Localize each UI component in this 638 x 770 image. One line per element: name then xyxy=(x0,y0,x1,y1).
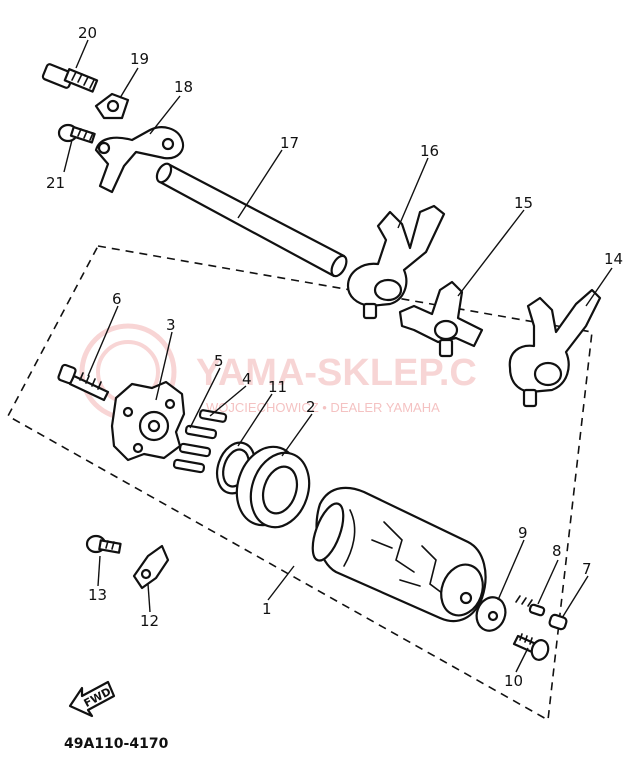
callout-9: 9 xyxy=(518,524,528,542)
part-lock-washer-19 xyxy=(94,92,130,120)
callout-4: 4 xyxy=(242,370,252,388)
part-bracket-18 xyxy=(94,126,185,194)
part-washer-9 xyxy=(475,596,507,632)
callout-10: 10 xyxy=(504,672,523,690)
watermark: YAMA-SKLEP.C WOJCIECHOWICZ • DEALER YAMA… xyxy=(79,323,477,421)
callout-1: 1 xyxy=(262,600,272,618)
part-guide-bar-17 xyxy=(155,162,348,278)
callout-6: 6 xyxy=(112,290,122,308)
callout-7: 7 xyxy=(582,560,592,578)
callout-8: 8 xyxy=(552,542,562,560)
part-shift-fork-16 xyxy=(346,204,446,320)
part-screw-10 xyxy=(512,633,550,661)
part-spring-8 xyxy=(515,595,546,617)
callout-13: 13 xyxy=(88,586,107,604)
part-segment-3 xyxy=(110,380,186,462)
part-shift-fork-14 xyxy=(508,288,602,408)
callout-14: 14 xyxy=(604,250,623,268)
part-pins-5 xyxy=(172,424,218,474)
callout-11: 11 xyxy=(268,378,287,396)
leader-lines xyxy=(63,39,613,673)
callout-19: 19 xyxy=(130,50,149,68)
part-shift-drum-1 xyxy=(311,486,487,623)
part-lever-12 xyxy=(132,544,170,590)
callout-17: 17 xyxy=(280,134,299,152)
part-bolt-20 xyxy=(41,63,99,93)
callout-18: 18 xyxy=(174,78,193,96)
part-screw-21 xyxy=(57,123,96,144)
fwd-arrow-icon: FWD xyxy=(68,680,116,718)
assembly-boundary xyxy=(6,245,593,722)
watermark-subtext: WOJCIECHOWICZ • DEALER YAMAHA xyxy=(206,400,440,415)
callout-15: 15 xyxy=(514,194,533,212)
callout-3: 3 xyxy=(166,316,176,334)
part-shift-fork-15 xyxy=(398,280,484,358)
part-screw-13 xyxy=(85,534,122,554)
callout-20: 20 xyxy=(78,24,97,42)
diagram-code: 49A110-4170 xyxy=(64,736,169,752)
watermark-text: YAMA-SKLEP.C xyxy=(196,352,477,394)
callout-2: 2 xyxy=(306,398,316,416)
callout-21: 21 xyxy=(46,174,65,192)
part-bearing-2 xyxy=(235,445,311,529)
callout-12: 12 xyxy=(140,612,159,630)
part-cap-7 xyxy=(548,613,568,631)
part-bolt-6 xyxy=(57,363,110,402)
callout-numbers: 20 19 18 21 17 16 15 14 6 3 5 4 11 2 1 1… xyxy=(46,24,623,690)
callout-16: 16 xyxy=(420,142,439,160)
callout-5: 5 xyxy=(214,352,224,370)
